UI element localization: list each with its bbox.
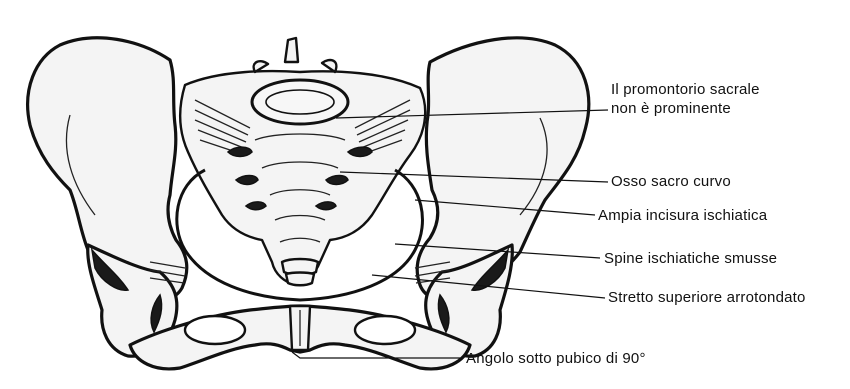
label-incisura: Ampia incisura ischiatica (598, 206, 767, 225)
label-spine: Spine ischiatiche smusse (604, 249, 777, 268)
label-osso-sacro: Osso sacro curvo (611, 172, 731, 191)
label-stretto: Stretto superiore arrotondato (608, 288, 806, 307)
label-promontorio-line1: Il promontorio sacrale (611, 80, 760, 99)
label-angolo: Angolo sotto pubico di 90° (466, 349, 646, 368)
label-promontorio-line2: non è prominente (611, 99, 760, 118)
label-promontorio: Il promontorio sacrale non è prominente (611, 80, 760, 118)
left-obturator-foramen (185, 316, 245, 344)
right-obturator-foramen (355, 316, 415, 344)
